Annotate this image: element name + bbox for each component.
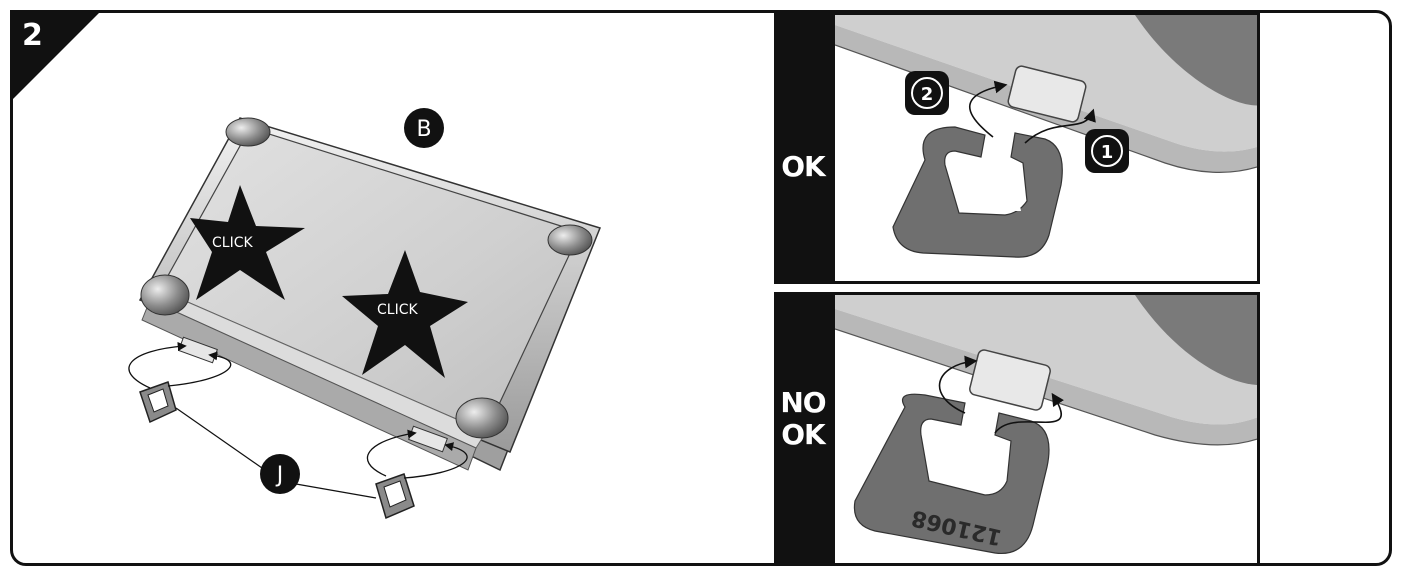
- nok-panel-illustration: 121068: [835, 295, 1257, 555]
- step-number: 2: [22, 18, 43, 53]
- case-body: [138, 117, 602, 472]
- click-label-2: CLICK: [377, 302, 418, 318]
- label-j-badge: [260, 454, 300, 494]
- nok-panel: 121068: [832, 292, 1260, 566]
- step-badge: [10, 10, 102, 102]
- insert-arrows-left: [128, 341, 232, 389]
- label-b: B: [416, 117, 431, 142]
- click-star-2: [342, 250, 468, 378]
- ok-panel: 2 1: [832, 12, 1260, 284]
- ok-tab: OK: [774, 12, 832, 284]
- case-corner-caps: [140, 117, 593, 439]
- callout-2: 2: [921, 84, 934, 105]
- insert-arrows-right: [366, 429, 468, 479]
- label-j: J: [275, 463, 284, 488]
- callout-1: 1: [1101, 142, 1114, 163]
- click-star-1: [190, 185, 305, 300]
- case-illustration: CLICK CLICK B J: [128, 108, 602, 520]
- nok-tab-line-2: OK: [781, 418, 826, 451]
- clip-j-left: [139, 381, 177, 424]
- nok-tab-line-1: NO: [780, 386, 826, 419]
- step-frame: [10, 10, 1392, 566]
- ok-tab-label: OK: [781, 150, 826, 183]
- nok-tab: NO OK: [774, 292, 832, 566]
- ok-panel-illustration: 2 1: [835, 15, 1257, 258]
- click-label-1: CLICK: [212, 235, 253, 251]
- clip-j-right: [375, 473, 415, 520]
- label-b-badge: [404, 108, 444, 148]
- j-leader-lines: [175, 407, 377, 499]
